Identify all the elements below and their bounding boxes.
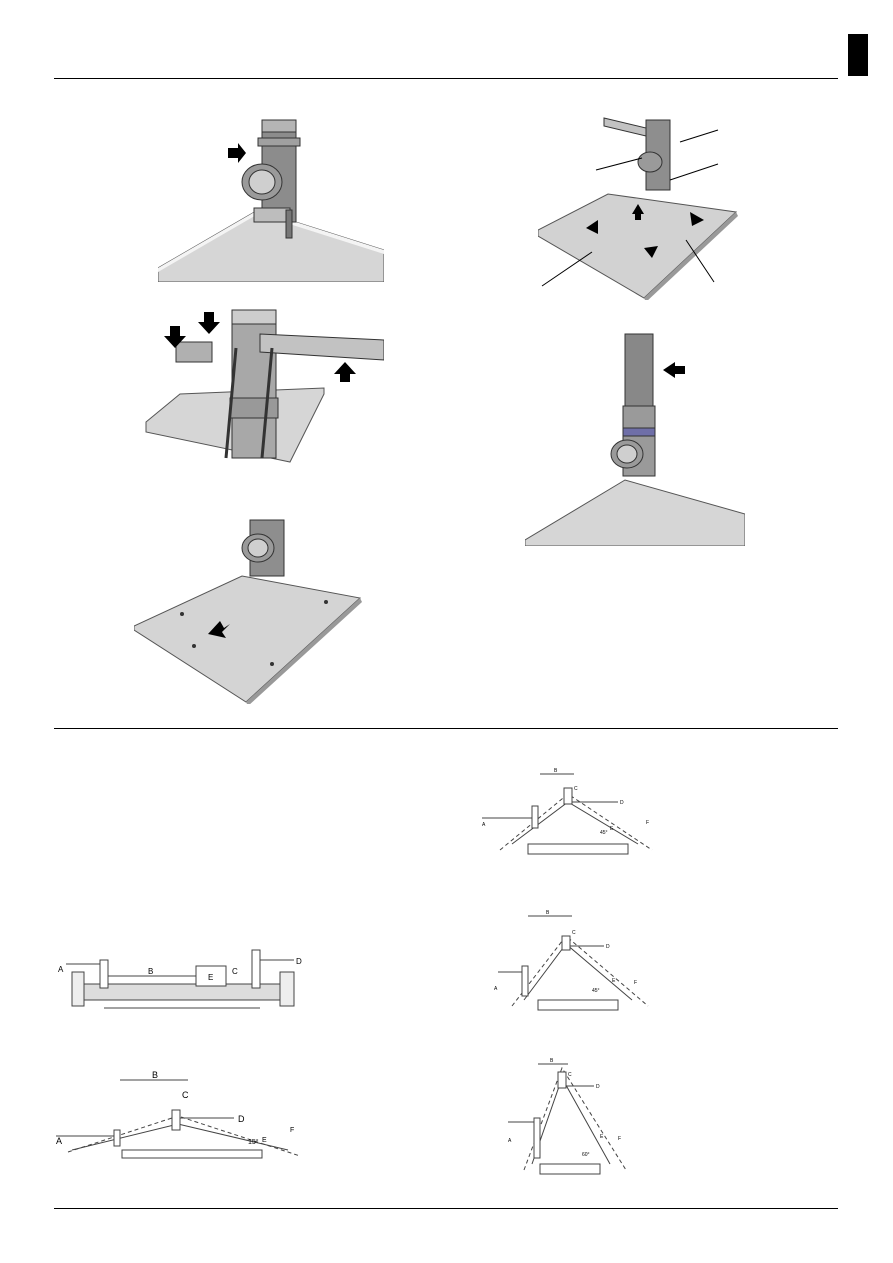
label-e: E — [610, 826, 614, 832]
diagram-pitch-medium: A B C D E F 45° — [492, 910, 660, 1016]
label-f: F — [634, 980, 637, 986]
label-f: F — [290, 1127, 294, 1134]
label-d: D — [606, 944, 610, 950]
label-b: B — [550, 1058, 554, 1064]
footer-rule — [54, 1208, 838, 1209]
arrow-icon — [644, 246, 658, 258]
arrow-icon — [228, 143, 246, 163]
figure-pipe-connection — [525, 330, 745, 546]
angle-label: 15° — [248, 1138, 259, 1146]
label-c: C — [572, 930, 576, 936]
header-rule — [54, 78, 838, 79]
label-e: E — [612, 978, 616, 984]
label-f: F — [618, 1136, 621, 1142]
figure-bracket-strap — [140, 302, 384, 468]
label-d: D — [296, 957, 302, 966]
diagram-pitch-small: A B C D E F 45° — [478, 766, 664, 858]
middle-rule — [54, 728, 838, 729]
figure-plate-arrows — [538, 112, 740, 300]
angle-label: 45° — [592, 988, 600, 994]
label-a: A — [482, 822, 486, 828]
figure-tee-on-plate — [158, 110, 384, 282]
arrow-icon — [198, 312, 220, 334]
label-a: A — [494, 986, 498, 992]
label-e: E — [262, 1137, 267, 1144]
angle-label: 60° — [582, 1152, 590, 1158]
label-a: A — [58, 965, 64, 974]
label-a: A — [508, 1138, 512, 1144]
section-tab-marker — [848, 34, 868, 76]
label-e: E — [208, 973, 213, 982]
figure-plate-fixing — [134, 518, 362, 704]
angle-label: 45° — [600, 830, 608, 836]
label-d: D — [238, 1114, 245, 1124]
label-c: C — [182, 1090, 189, 1100]
diagram-shallow-pitch: A B C D E F 15° — [52, 1070, 304, 1160]
label-e: E — [600, 1134, 604, 1140]
arrow-icon — [164, 326, 186, 348]
label-c: C — [574, 786, 578, 792]
label-a: A — [56, 1136, 62, 1146]
label-b: B — [554, 768, 558, 774]
arrow-icon — [334, 362, 356, 382]
arrow-icon — [663, 362, 685, 378]
label-d: D — [596, 1084, 600, 1090]
arrow-icon — [208, 621, 230, 638]
label-d: D — [620, 800, 624, 806]
label-b: B — [152, 1070, 158, 1080]
diagram-flat-roof: A B C D E — [54, 936, 304, 1026]
label-f: F — [646, 820, 649, 826]
arrow-icon — [586, 220, 598, 234]
arrow-icon — [632, 204, 644, 214]
label-b: B — [546, 910, 550, 916]
label-c: C — [232, 967, 238, 976]
arrow-icon — [690, 212, 704, 226]
label-c: C — [568, 1072, 572, 1078]
diagram-pitch-steep: A B C D E F 60° — [498, 1058, 636, 1178]
label-b: B — [148, 967, 153, 976]
